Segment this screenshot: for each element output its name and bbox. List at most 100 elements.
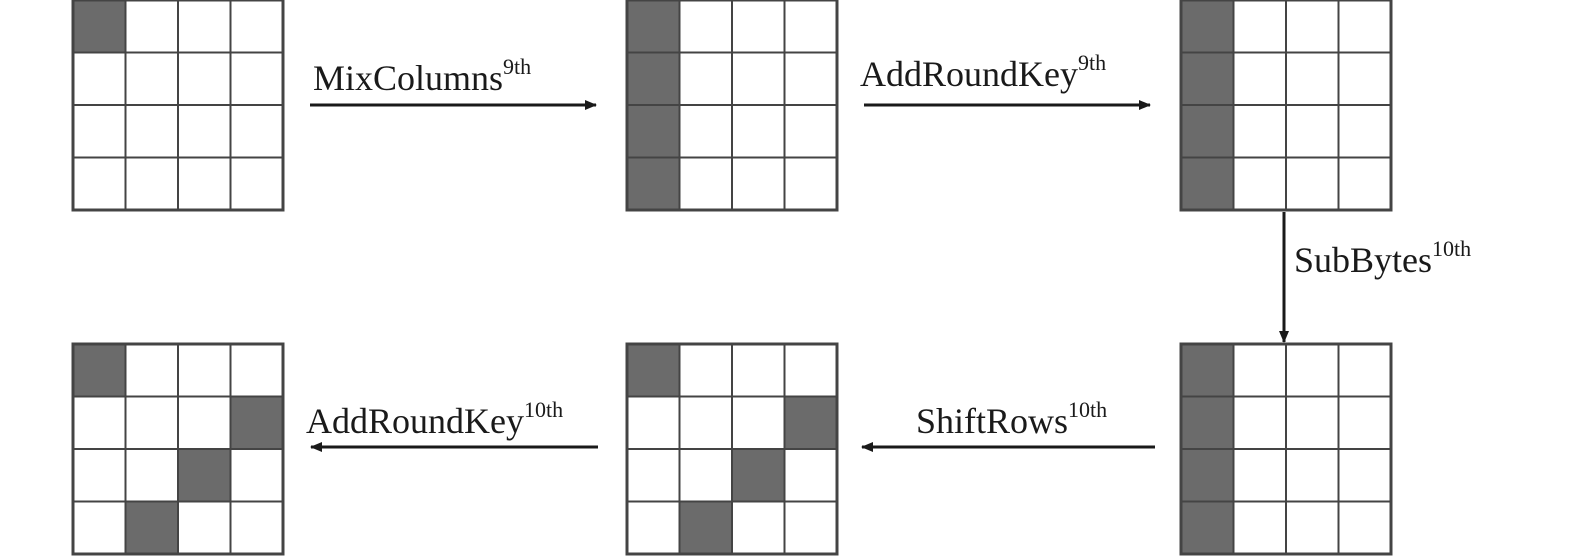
state-cell xyxy=(731,395,786,450)
state-cell-shaded xyxy=(72,343,127,398)
state-cell xyxy=(124,156,179,211)
state-cell xyxy=(678,395,733,450)
state-grid-border xyxy=(71,0,285,212)
state-cell xyxy=(72,448,127,503)
state-cell xyxy=(783,104,838,159)
state-cell xyxy=(1337,0,1392,54)
state-cell xyxy=(124,0,179,54)
state-cell xyxy=(678,51,733,106)
state-cell xyxy=(1285,156,1340,211)
state-cell xyxy=(1232,51,1287,106)
state-cell xyxy=(1337,448,1392,503)
state-cell xyxy=(731,343,786,398)
state-cell-shaded xyxy=(626,0,681,54)
state-cell xyxy=(678,104,733,159)
state-cell xyxy=(177,395,232,450)
state-grid-6 xyxy=(71,342,285,556)
state-cell xyxy=(783,500,838,555)
state-cell xyxy=(1337,500,1392,555)
state-cell-shaded xyxy=(678,500,733,555)
state-cell xyxy=(229,51,284,106)
state-cell xyxy=(731,156,786,211)
state-cell xyxy=(783,51,838,106)
state-cell-shaded xyxy=(1180,156,1235,211)
state-cell xyxy=(626,395,681,450)
state-cell xyxy=(626,448,681,503)
state-cell xyxy=(229,448,284,503)
state-cell xyxy=(229,104,284,159)
state-cell-shaded xyxy=(783,395,838,450)
label-mixcolumns: MixColumns9th xyxy=(313,54,531,98)
state-cell-shaded xyxy=(626,343,681,398)
state-cell xyxy=(124,448,179,503)
state-cell-shaded xyxy=(1180,395,1235,450)
state-cell xyxy=(177,500,232,555)
label-addroundkey-9: AddRoundKey9th xyxy=(860,50,1106,94)
state-cell-shaded xyxy=(626,156,681,211)
state-cell xyxy=(1337,156,1392,211)
state-cell xyxy=(124,104,179,159)
state-cell-shaded xyxy=(626,51,681,106)
state-cell-shaded xyxy=(1180,448,1235,503)
state-cell xyxy=(177,343,232,398)
state-grid-border xyxy=(71,342,285,556)
state-grid-border xyxy=(625,0,839,212)
state-cell xyxy=(1285,343,1340,398)
state-cell xyxy=(124,51,179,106)
state-cell xyxy=(1232,0,1287,54)
state-cell xyxy=(783,156,838,211)
state-cell xyxy=(1285,104,1340,159)
state-cell-shaded xyxy=(731,448,786,503)
label-subbytes: SubBytes10th xyxy=(1294,236,1471,280)
state-cell xyxy=(72,500,127,555)
state-cell xyxy=(1337,395,1392,450)
state-cell xyxy=(229,500,284,555)
state-cell xyxy=(177,51,232,106)
state-cell xyxy=(626,500,681,555)
state-cell xyxy=(124,343,179,398)
state-grid-3 xyxy=(1179,0,1393,212)
state-cell-shaded xyxy=(72,0,127,54)
state-cell xyxy=(177,0,232,54)
state-cell-shaded xyxy=(229,395,284,450)
state-cell xyxy=(731,0,786,54)
state-grid-border xyxy=(1179,0,1393,212)
label-addroundkey-10: AddRoundKey10th xyxy=(306,397,563,441)
state-cell xyxy=(1285,0,1340,54)
state-cell-shaded xyxy=(124,500,179,555)
state-cell-shaded xyxy=(1180,104,1235,159)
state-grid-5 xyxy=(625,342,839,556)
state-grid-border xyxy=(625,342,839,556)
state-grid-1 xyxy=(71,0,285,212)
state-cell xyxy=(731,51,786,106)
state-cell xyxy=(1337,104,1392,159)
state-cell-shaded xyxy=(1180,343,1235,398)
state-cell xyxy=(72,104,127,159)
state-cell xyxy=(1232,448,1287,503)
state-cell-shaded xyxy=(1180,51,1235,106)
state-cell xyxy=(1285,51,1340,106)
state-cell xyxy=(678,448,733,503)
state-cell xyxy=(1232,395,1287,450)
state-cell xyxy=(124,395,179,450)
state-cell xyxy=(72,156,127,211)
state-cell xyxy=(678,0,733,54)
state-cell xyxy=(229,0,284,54)
state-cell xyxy=(177,104,232,159)
state-cell xyxy=(678,343,733,398)
state-cell xyxy=(1285,500,1340,555)
state-cell-shaded xyxy=(1180,0,1235,54)
state-cell xyxy=(731,104,786,159)
state-cell xyxy=(783,343,838,398)
state-cell xyxy=(783,0,838,54)
state-cell xyxy=(177,156,232,211)
state-cell xyxy=(1232,104,1287,159)
state-cell xyxy=(1337,343,1392,398)
state-cell xyxy=(1232,500,1287,555)
state-cell xyxy=(678,156,733,211)
state-cell xyxy=(1285,395,1340,450)
state-cell-shaded xyxy=(626,104,681,159)
state-cell xyxy=(731,500,786,555)
state-cell xyxy=(783,448,838,503)
